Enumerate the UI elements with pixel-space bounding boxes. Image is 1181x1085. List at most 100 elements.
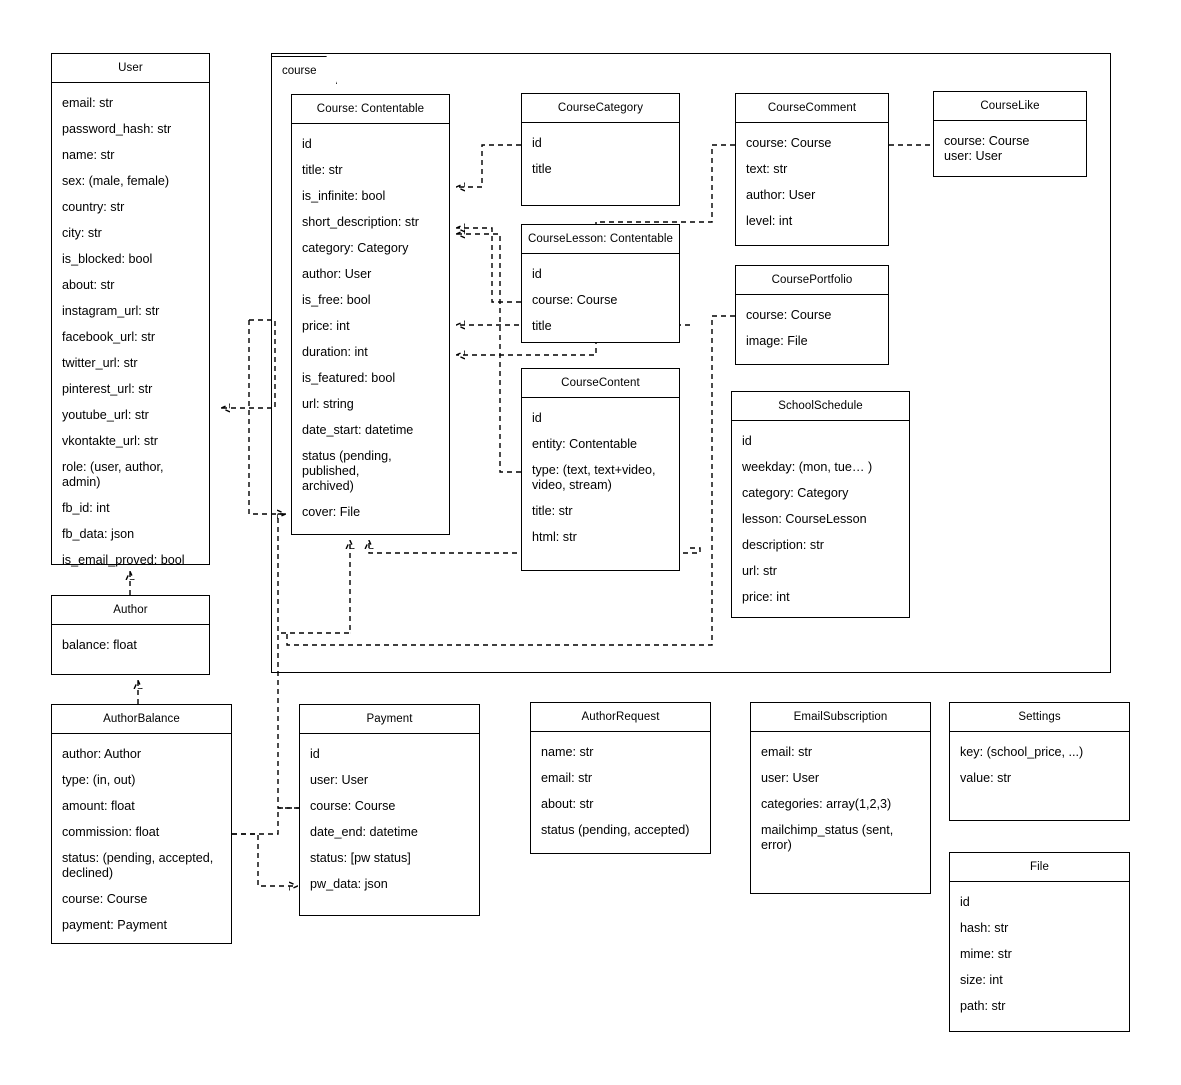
class-payment[interactable]: Payment id user: User course: Course dat…	[299, 704, 480, 916]
attribute: title: str	[532, 504, 573, 518]
attribute: user: User	[761, 771, 820, 785]
class-title: CourseLesson: Contentable	[522, 225, 679, 254]
package-label: course	[282, 64, 317, 77]
attribute: course: Course	[532, 293, 618, 307]
attribute: about: str	[62, 278, 115, 292]
class-file[interactable]: File id hash: str mime: str size: int pa…	[949, 852, 1130, 1032]
attribute: instagram_url: str	[62, 304, 160, 318]
class-title: AuthorBalance	[52, 705, 231, 734]
class-attributes: course: Course user: User	[934, 121, 1086, 176]
attribute: url: str	[742, 564, 777, 578]
attribute: duration: int	[302, 345, 368, 359]
attribute: id	[302, 137, 312, 151]
class-title: User	[52, 54, 209, 83]
attribute: status: [pw status]	[310, 851, 411, 865]
attribute: country: str	[62, 200, 125, 214]
attribute: id	[532, 136, 542, 150]
class-author[interactable]: Author balance: float	[51, 595, 210, 675]
class-title: EmailSubscription	[751, 703, 930, 732]
class-coursecomment[interactable]: CourseComment course: Course text: str a…	[735, 93, 889, 246]
attribute: categories: array(1,2,3)	[761, 797, 892, 811]
attribute: id	[532, 411, 542, 425]
attribute: status (pending, published, archived)	[302, 449, 392, 493]
attribute: id	[742, 434, 752, 448]
class-attributes: email: str password_hash: str name: str …	[52, 83, 209, 578]
attribute: short_description: str	[302, 215, 419, 229]
attribute: email: str	[761, 745, 813, 759]
class-title: Course: Contentable	[292, 95, 449, 124]
attribute: hash: str	[960, 921, 1009, 935]
attribute: title	[532, 162, 552, 176]
attribute: is_infinite: bool	[302, 189, 386, 203]
attribute: key: (school_price, ...)	[960, 745, 1084, 759]
attribute: is_blocked: bool	[62, 252, 153, 266]
attribute: twitter_url: str	[62, 356, 138, 370]
class-authorbalance[interactable]: AuthorBalance author: Author type: (in, …	[51, 704, 232, 944]
attribute: vkontakte_url: str	[62, 434, 158, 448]
class-courselesson[interactable]: CourseLesson: Contentable id course: Cou…	[521, 224, 680, 343]
attribute: lesson: CourseLesson	[742, 512, 867, 526]
class-attributes: email: str user: User categories: array(…	[751, 732, 930, 893]
attribute: size: int	[960, 973, 1003, 987]
attribute: status (pending, accepted)	[541, 823, 690, 837]
class-attributes: id weekday: (mon, tue… ) category: Categ…	[732, 421, 909, 617]
attribute: pinterest_url: str	[62, 382, 153, 396]
attribute: author: User	[302, 267, 372, 281]
attribute: image: File	[746, 334, 808, 348]
attribute: title	[532, 319, 552, 333]
attribute: id	[532, 267, 542, 281]
class-schoolschedule[interactable]: SchoolSchedule id weekday: (mon, tue… ) …	[731, 391, 910, 618]
class-attributes: id hash: str mime: str size: int path: s…	[950, 882, 1129, 1031]
attribute: course: Course	[62, 892, 148, 906]
attribute: fb_id: int	[62, 501, 110, 515]
attribute: city: str	[62, 226, 102, 240]
class-courseportfolio[interactable]: CoursePortfolio course: Course image: Fi…	[735, 265, 889, 365]
attribute: password_hash: str	[62, 122, 172, 136]
class-coursecategory[interactable]: CourseCategory id title	[521, 93, 680, 206]
attribute: name: str	[541, 745, 594, 759]
class-title: CoursePortfolio	[736, 266, 888, 295]
attribute: weekday: (mon, tue… )	[742, 460, 873, 474]
class-attributes: id title: str is_infinite: bool short_de…	[292, 124, 449, 534]
attribute: is_email_proved: bool	[62, 553, 185, 567]
attribute: sex: (male, female)	[62, 174, 170, 188]
class-title: CourseCategory	[522, 94, 679, 123]
attribute: amount: float	[62, 799, 135, 813]
attribute: title: str	[302, 163, 343, 177]
class-settings[interactable]: Settings key: (school_price, ...) value:…	[949, 702, 1130, 821]
class-emailsubscription[interactable]: EmailSubscription email: str user: User …	[750, 702, 931, 894]
class-attributes: id course: Course title	[522, 254, 679, 344]
class-attributes: course: Course text: str author: User le…	[736, 123, 888, 245]
attribute: user: User	[310, 773, 369, 787]
attribute: id	[310, 747, 320, 761]
attribute: id	[960, 895, 970, 909]
class-attributes: id title	[522, 123, 679, 205]
attribute: price: int	[302, 319, 350, 333]
attribute: author: Author	[62, 747, 142, 761]
class-authorrequest[interactable]: AuthorRequest name: str email: str about…	[530, 702, 711, 854]
attribute: role: (user, author, admin)	[62, 460, 168, 489]
attribute: entity: Contentable	[532, 437, 638, 451]
attribute: cover: File	[302, 505, 361, 519]
class-coursecontent[interactable]: CourseContent id entity: Contentable typ…	[521, 368, 680, 571]
class-courselike[interactable]: CourseLike course: Course user: User	[933, 91, 1087, 177]
attribute: about: str	[541, 797, 594, 811]
class-attributes: course: Course image: File	[736, 295, 888, 364]
attribute: level: int	[746, 214, 793, 228]
class-course[interactable]: Course: Contentable id title: str is_inf…	[291, 94, 450, 535]
class-title: Payment	[300, 705, 479, 734]
attribute: description: str	[742, 538, 824, 552]
attribute: payment: Payment	[62, 918, 167, 932]
attribute: price: int	[742, 590, 790, 604]
attribute: course: Course	[746, 308, 832, 322]
attribute: mime: str	[960, 947, 1012, 961]
class-title: CourseContent	[522, 369, 679, 398]
attribute: text: str	[746, 162, 788, 176]
attribute: url: string	[302, 397, 354, 411]
attribute: date_start: datetime	[302, 423, 414, 437]
class-attributes: balance: float	[52, 625, 209, 674]
attribute: author: User	[746, 188, 816, 202]
class-title: Settings	[950, 703, 1129, 732]
class-user[interactable]: User email: str password_hash: str name:…	[51, 53, 210, 567]
